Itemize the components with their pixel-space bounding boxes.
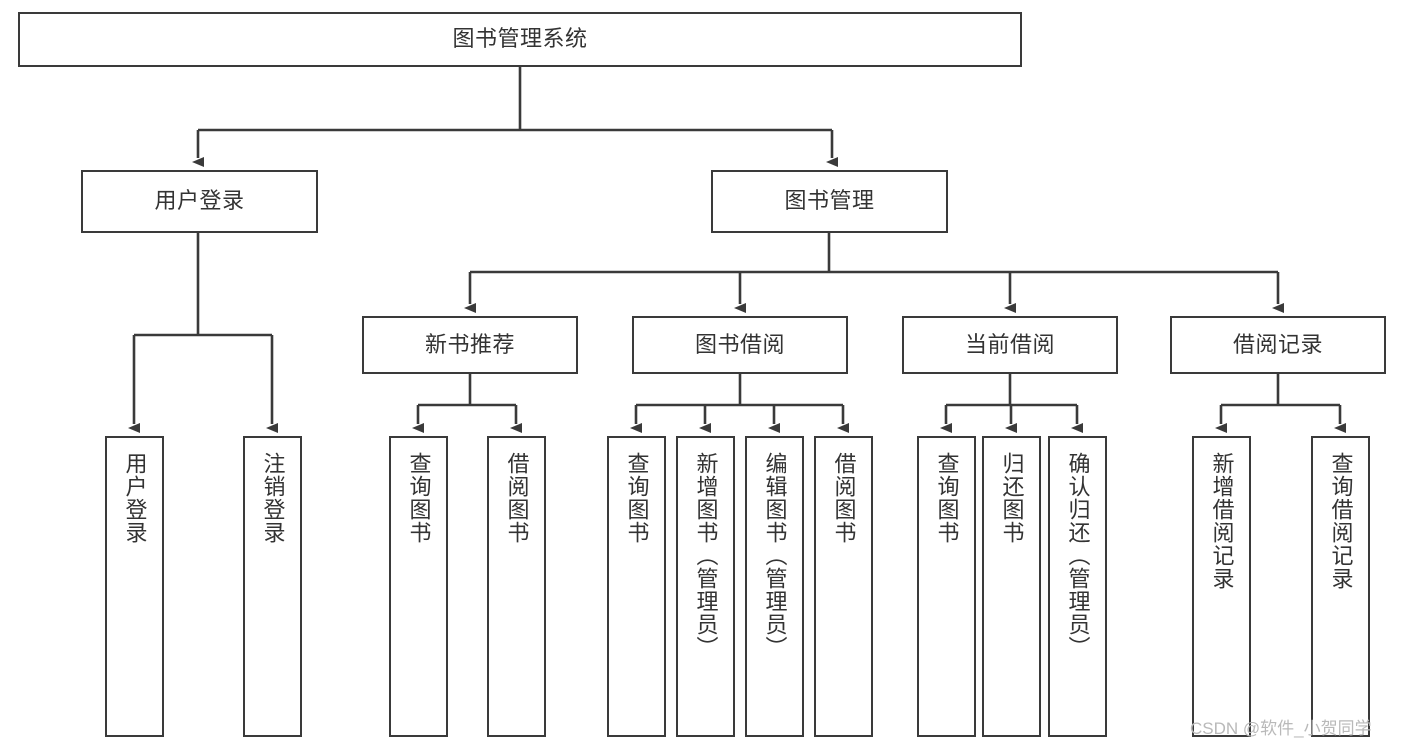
node-book-management[interactable]: 图书管理 — [711, 170, 948, 233]
node-label: 当前借阅 — [964, 331, 1055, 357]
node-label: 查询图书 — [934, 452, 960, 544]
leaf-confirm-return-admin[interactable]: 确认归还（管理员） — [1048, 436, 1107, 737]
leaf-query-borrow-record[interactable]: 查询借阅记录 — [1311, 436, 1370, 737]
csdn-watermark: CSDN @软件_小贺同学 — [1190, 719, 1372, 738]
node-label: 图书管理 — [784, 188, 875, 214]
node-book-borrow[interactable]: 图书借阅 — [632, 316, 848, 374]
leaf-return-book[interactable]: 归还图书 — [982, 436, 1041, 737]
node-new-book-recommendation[interactable]: 新书推荐 — [362, 316, 578, 374]
leaf-borrow-book[interactable]: 借阅图书 — [814, 436, 873, 737]
node-root-book-management-system[interactable]: 图书管理系统 — [18, 12, 1022, 67]
node-label: 归还图书 — [999, 452, 1025, 544]
leaf-add-book-admin[interactable]: 新增图书（管理员） — [676, 436, 735, 737]
leaf-query-book-current[interactable]: 查询图书 — [917, 436, 976, 737]
node-label: 查询借阅记录 — [1328, 452, 1354, 590]
node-label: 注销登录 — [260, 452, 286, 544]
node-current-borrow[interactable]: 当前借阅 — [902, 316, 1118, 374]
node-borrow-record[interactable]: 借阅记录 — [1170, 316, 1386, 374]
leaf-borrow-book-new-rec[interactable]: 借阅图书 — [487, 436, 546, 737]
leaf-query-book-borrow[interactable]: 查询图书 — [607, 436, 666, 737]
node-label: 确认归还（管理员） — [1065, 452, 1091, 659]
node-label: 新书推荐 — [424, 331, 515, 357]
node-label: 用户登录 — [122, 452, 148, 544]
leaf-user-login[interactable]: 用户登录 — [105, 436, 164, 737]
node-label: 用户登录 — [154, 188, 245, 214]
leaf-logout[interactable]: 注销登录 — [243, 436, 302, 737]
leaf-add-borrow-record[interactable]: 新增借阅记录 — [1192, 436, 1251, 737]
node-label: 查询图书 — [624, 452, 650, 544]
node-label: 借阅记录 — [1232, 331, 1323, 357]
node-label: 图书借阅 — [694, 331, 785, 357]
leaf-edit-book-admin[interactable]: 编辑图书（管理员） — [745, 436, 804, 737]
node-label: 新增借阅记录 — [1209, 452, 1235, 590]
node-label: 借阅图书 — [831, 452, 857, 544]
node-label: 编辑图书（管理员） — [762, 452, 788, 659]
node-label: 新增图书（管理员） — [693, 452, 719, 659]
node-label: 查询图书 — [406, 452, 432, 544]
node-label: 借阅图书 — [504, 452, 530, 544]
node-label: 图书管理系统 — [452, 26, 588, 52]
leaf-query-book-new-rec[interactable]: 查询图书 — [389, 436, 448, 737]
node-user-login[interactable]: 用户登录 — [81, 170, 318, 233]
